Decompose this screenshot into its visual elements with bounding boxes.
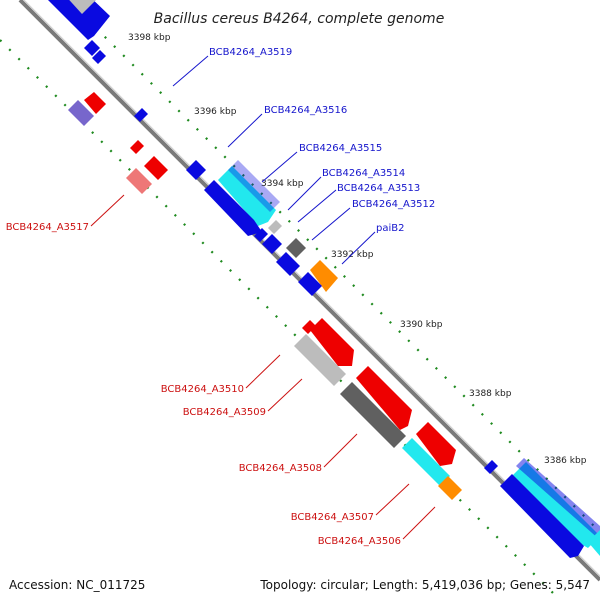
gene-arrow — [276, 252, 300, 276]
gene-arrow — [228, 160, 280, 212]
gene-arrow — [484, 460, 498, 474]
gene-label-paib2[interactable]: paiB2 — [376, 223, 404, 234]
gene-arrow — [262, 234, 282, 254]
gene-arrow — [186, 160, 206, 180]
leader-lines — [90, 55, 436, 540]
gene-arrow — [500, 474, 584, 558]
gene-label-a3506[interactable]: BCB4264_A3506 — [318, 536, 401, 547]
gene-arrow — [340, 382, 406, 448]
gene-arrow — [298, 272, 322, 296]
genome-summary: Topology: circular; Length: 5,419,036 bp… — [260, 578, 590, 592]
gene-label-a3519[interactable]: BCB4264_A3519 — [209, 47, 292, 58]
tick-ring-inner — [0, 39, 561, 600]
kbp-label: 3386 kbp — [544, 456, 587, 466]
gene-arrow — [218, 166, 276, 226]
gene-arrow — [268, 220, 282, 234]
kbp-label: 3392 kbp — [331, 250, 374, 260]
accession-label: Accession: NC_011725 — [9, 578, 146, 592]
gene-label-a3515[interactable]: BCB4264_A3515 — [299, 143, 382, 154]
gene-arrow — [356, 366, 412, 430]
gene-arrow — [134, 108, 148, 122]
forward-gene-labels: BCB4264_A3519 BCB4264_A3516 BCB4264_A351… — [209, 47, 435, 234]
gene-label-a3509[interactable]: BCB4264_A3509 — [183, 407, 266, 418]
gene-arrow — [286, 238, 306, 258]
kbp-label: 3394 kbp — [261, 179, 304, 189]
gene-arrow — [302, 320, 316, 334]
gene-arrow — [416, 422, 456, 466]
gene-arrow — [516, 458, 600, 540]
gene-arrow — [144, 156, 168, 180]
gene-arrow — [310, 318, 354, 366]
gene-label-a3508[interactable]: BCB4264_A3508 — [239, 463, 322, 474]
kbp-label: 3398 kbp — [128, 33, 171, 43]
reverse-genes — [68, 92, 584, 558]
gene-label-a3510[interactable]: BCB4264_A3510 — [161, 384, 244, 395]
gene-arrow — [294, 334, 346, 386]
gene-arrow — [69, 0, 96, 14]
gene-arrow — [438, 476, 462, 500]
gene-arrow — [68, 100, 94, 126]
gene-arrow — [204, 180, 262, 236]
gene-label-a3514[interactable]: BCB4264_A3514 — [322, 168, 405, 179]
gene-arrow — [48, 0, 110, 40]
gene-arrow — [92, 50, 106, 64]
gene-label-a3512[interactable]: BCB4264_A3512 — [352, 199, 435, 210]
gene-arrow — [512, 462, 600, 548]
gene-label-a3513[interactable]: BCB4264_A3513 — [337, 183, 420, 194]
kbp-label: 3390 kbp — [400, 320, 443, 330]
kbp-label: 3388 kbp — [469, 389, 512, 399]
reverse-gene-labels: BCB4264_A3517 BCB4264_A3510 BCB4264_A350… — [6, 222, 401, 547]
gene-label-a3507[interactable]: BCB4264_A3507 — [291, 512, 374, 523]
gene-label-a3517[interactable]: BCB4264_A3517 — [6, 222, 89, 233]
tick-ring-outer — [67, 0, 600, 533]
gene-arrow — [84, 92, 106, 114]
gene-arrow — [254, 228, 268, 242]
gene-arrow — [84, 40, 100, 56]
gene-arrow — [588, 530, 600, 556]
gene-arrow — [130, 140, 144, 154]
map-title: Bacillus cereus B4264, complete genome — [154, 11, 445, 27]
kbp-markers: 3398 kbp 3396 kbp 3394 kbp 3392 kbp 3390… — [128, 33, 587, 466]
forward-genes — [48, 0, 600, 556]
gene-arrow — [126, 168, 152, 194]
kbp-label: 3396 kbp — [194, 107, 237, 117]
gene-arrow — [310, 260, 338, 292]
gene-label-a3516[interactable]: BCB4264_A3516 — [264, 105, 347, 116]
gene-arrow — [402, 438, 450, 486]
